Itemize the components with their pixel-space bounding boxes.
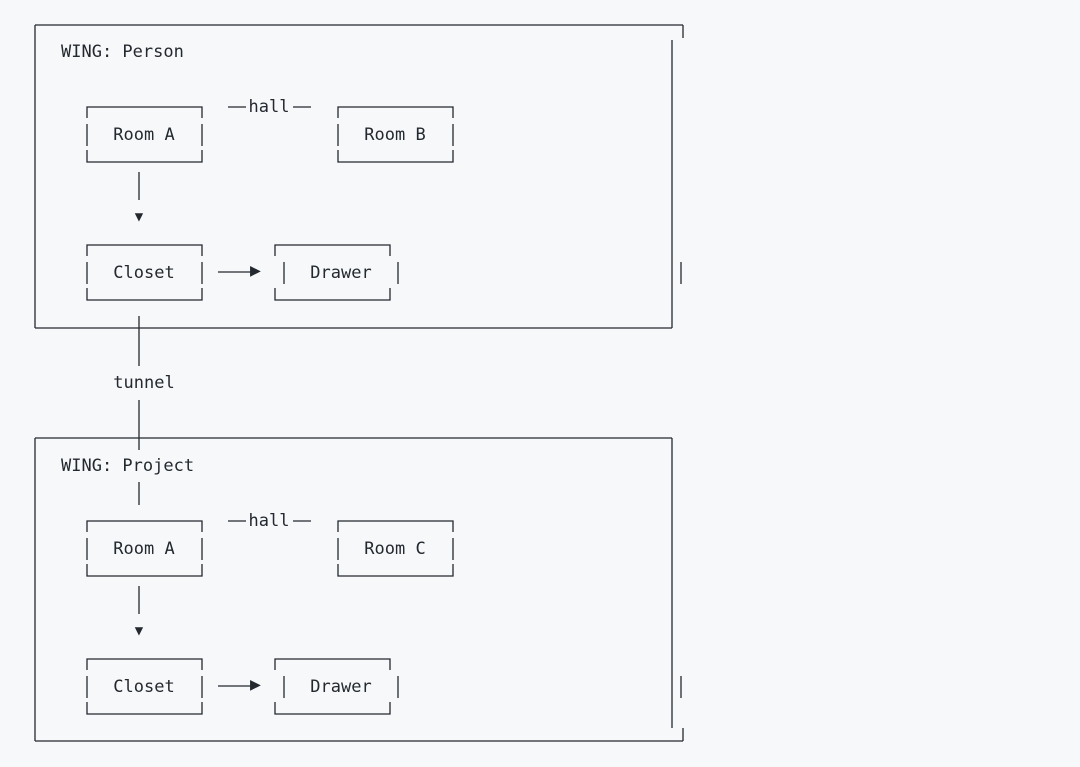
wing-project-hall-label: hall	[248, 511, 290, 531]
wing-project-room-a-box	[86, 520, 203, 577]
wing-person-closet-label: Closet	[113, 263, 175, 283]
wing-person-title: WING: Person	[61, 42, 184, 62]
wing-project-drawer-label: Drawer	[310, 677, 372, 697]
wing-person-frame	[34, 24, 684, 329]
down-arrow-icon: ▼	[134, 623, 144, 639]
wing-project-drawer-box	[274, 658, 399, 715]
wing-project-room-c-label: Room C	[364, 539, 426, 559]
wing-person-room-b-label: Room B	[364, 125, 426, 145]
wing-person-hall-label: hall	[248, 97, 290, 117]
wing-project-title: WING: Project	[61, 456, 195, 476]
tunnel-label: tunnel	[113, 373, 175, 393]
wing-person-drawer-box	[274, 244, 399, 301]
wing-person-room-a-label: Room A	[113, 125, 175, 145]
right-arrow-icon: ▶	[250, 674, 261, 695]
wing-person-closet-box	[86, 244, 203, 301]
wing-person-drawer-label: Drawer	[310, 263, 372, 283]
wing-project-room-c-box	[337, 520, 454, 577]
wing-person-room-b-box	[337, 106, 454, 163]
wing-project-room-a-label: Room A	[113, 539, 175, 559]
right-arrow-icon: ▶	[250, 260, 261, 281]
wing-project-closet-label: Closet	[113, 677, 175, 697]
wing-project-closet-box	[86, 658, 203, 715]
down-arrow-icon: ▼	[134, 209, 144, 225]
wing-project-frame	[34, 437, 684, 742]
wing-person-room-a-box	[86, 106, 203, 163]
